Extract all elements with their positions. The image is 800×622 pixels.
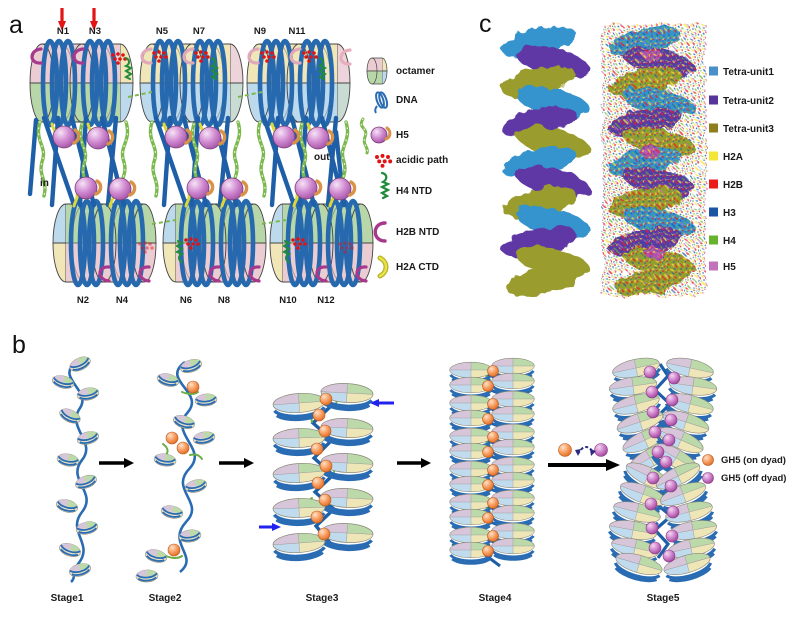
legend-label-gh5-off-dyad: GH5 (off dyad) (721, 473, 786, 484)
legend-label-octamer: octamer (396, 66, 435, 77)
stage1-group (49, 353, 102, 584)
legend-label-tetra-unit1: Tetra-unit1 (723, 67, 774, 78)
panel-b-legend: GH5 (on dyad) GH5 (off dyad) (702, 454, 786, 484)
tetra-interface-arrow-top (370, 399, 394, 407)
gh5-off-dyad-spheres (643, 365, 681, 563)
nucleosome-label-n6: N6 (180, 295, 192, 306)
h4-ntd-icon (379, 171, 391, 200)
legend-label-h3: H3 (723, 208, 736, 219)
nucleosome-label-n3: N3 (89, 26, 101, 37)
legend-label-tetra-unit2: Tetra-unit2 (723, 96, 774, 107)
acidic-path-icon (375, 153, 393, 168)
legend-label-h4: H4 (723, 236, 736, 247)
gh5-on-dyad-spheres (310, 392, 333, 541)
stage5-group (605, 352, 721, 587)
h5-spheres (51, 124, 357, 202)
gh5-on-dyad-sphere (558, 443, 572, 457)
panel-c-letter: c (480, 10, 492, 38)
legend-gh5-off-dyad-icon (702, 472, 714, 484)
nucleosome-label-n12: N12 (317, 295, 334, 306)
legend-swatch-h2b (709, 179, 718, 189)
stage1-label: Stage1 (51, 593, 84, 604)
panel-b-letter: b (12, 331, 26, 359)
stage4-group (448, 356, 536, 568)
dna-in-label: in (40, 178, 49, 189)
nucleosome-label-n4: N4 (116, 295, 129, 306)
stage3-label: Stage3 (306, 593, 339, 604)
panel-c-legend: Tetra-unit1 Tetra-unit2 Tetra-unit3 H2A … (709, 66, 774, 273)
legend-label-h2a-ctd: H2A CTD (396, 262, 439, 273)
stage-arrow-4 (548, 459, 620, 471)
linker-dna-region (27, 115, 347, 208)
nucleosome-label-n11: N11 (289, 26, 307, 37)
legend-label-dna: DNA (396, 95, 418, 106)
stage2-group (134, 355, 219, 584)
nucleosome-label-n1: N1 (57, 26, 70, 37)
nucleosome-label-n5: N5 (156, 26, 169, 37)
cryoem-map-tetra-colored (501, 26, 591, 297)
dna-icon (374, 91, 389, 114)
h5-icon (359, 117, 392, 155)
legend-label-tetra-unit3: Tetra-unit3 (723, 124, 774, 135)
stage-arrow-2 (219, 458, 254, 468)
legend-label-acidic-path: acidic path (396, 155, 448, 166)
legend-label-h5: H5 (723, 262, 736, 273)
top-nucleosome-row (30, 41, 350, 125)
panel-a-letter: a (9, 11, 23, 39)
gh5-off-dyad-sphere (594, 443, 608, 457)
legend-swatch-h3 (709, 207, 718, 217)
legend-swatch-h5 (709, 261, 718, 271)
atomic-model-multicolor (602, 24, 706, 296)
nucleosome-label-n7: N7 (193, 26, 205, 37)
h2b-ntd-icon (373, 221, 387, 243)
legend-gh5-on-dyad-icon (702, 454, 714, 466)
octamer-icon (366, 57, 388, 85)
panel-b-stages: b (12, 331, 786, 604)
nucleosome-label-n2: N2 (77, 295, 89, 306)
legend-label-h2a: H2A (723, 152, 743, 163)
legend-label-h2b-ntd: H2B NTD (396, 227, 439, 238)
legend-swatch-h4 (709, 235, 718, 245)
panel-a-schematic: a N1 N3 N5 N7 N9 N11 N2 N4 N6 N8 N10 N12… (9, 8, 448, 306)
stage2-label: Stage2 (149, 593, 182, 604)
stage3-group (259, 380, 394, 563)
gh5-on-dyad-spheres (482, 365, 499, 557)
stage4-label: Stage4 (479, 593, 512, 604)
gh5-on-dyad-spheres (165, 380, 200, 557)
legend-swatch-tetra-unit3 (709, 123, 718, 133)
panel-c-structures: c (480, 10, 774, 297)
entry-arrows (58, 8, 98, 31)
legend-label-h5: H5 (396, 130, 409, 141)
legend-label-gh5-on-dyad: GH5 (on dyad) (721, 455, 786, 466)
legend-label-h4-ntd: H4 NTD (396, 186, 432, 197)
stage-arrow-1 (99, 458, 134, 468)
gh5-exchange-annotation (558, 443, 608, 457)
panel-a-legend: octamer DNA H5 acidic path H4 NTD H2B NT… (359, 57, 448, 279)
legend-label-h2b: H2B (723, 180, 743, 191)
legend-swatch-tetra-unit1 (709, 66, 718, 76)
legend-swatch-tetra-unit2 (709, 95, 718, 105)
h2a-ctd-icon (377, 255, 389, 279)
nucleosome-label-n10: N10 (279, 295, 296, 306)
nucleosome-label-n9: N9 (254, 26, 266, 37)
stage5-label: Stage5 (647, 593, 680, 604)
legend-swatch-h2a (709, 151, 718, 161)
tetra-interface-arrow-bottom (259, 523, 281, 531)
dna-out-label: out (314, 152, 330, 163)
stage-arrow-3 (397, 458, 431, 468)
nucleosome-label-n8: N8 (218, 295, 230, 306)
